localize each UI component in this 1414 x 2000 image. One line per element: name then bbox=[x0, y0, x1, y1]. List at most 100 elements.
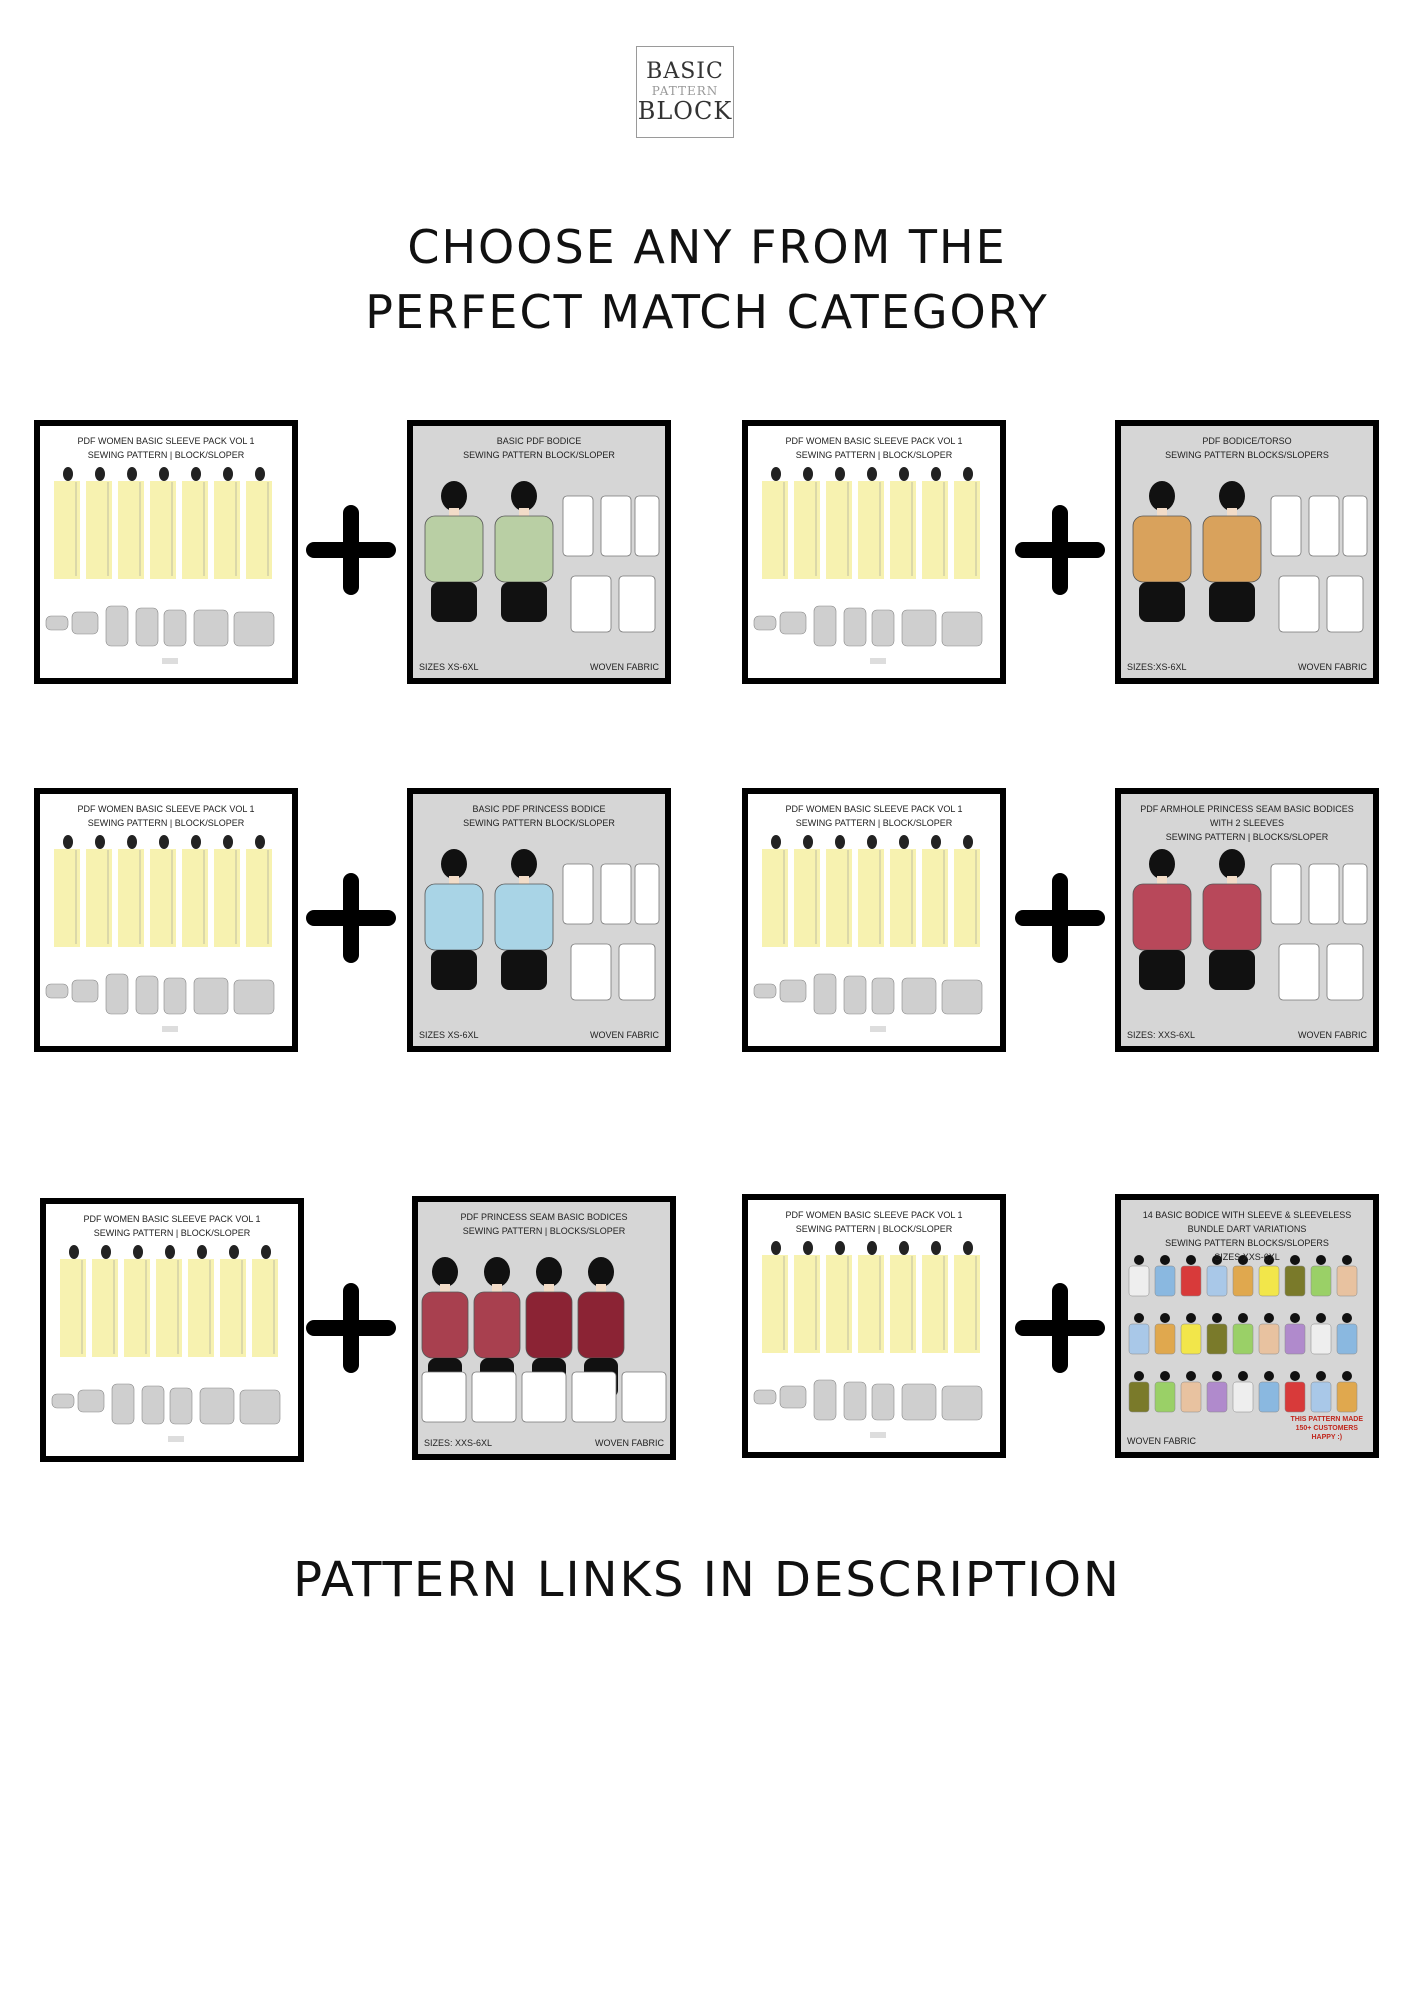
sleeve-pack-card[interactable]: PDF WOMEN BASIC SLEEVE PACK VOL 1 SEWING… bbox=[34, 420, 298, 684]
figure-hair bbox=[835, 1241, 845, 1255]
figure-bodice bbox=[577, 1291, 625, 1359]
figure-skirt bbox=[1209, 950, 1255, 990]
figure-dress bbox=[150, 849, 176, 947]
figure-hair bbox=[1186, 1255, 1196, 1265]
figure-dress bbox=[794, 849, 820, 947]
sleeve-card-title: PDF WOMEN BASIC SLEEVE PACK VOL 1 SEWING… bbox=[785, 804, 963, 828]
bodice-variation bbox=[1206, 1265, 1228, 1297]
pattern-piece bbox=[870, 1432, 886, 1438]
figure-hair bbox=[432, 1257, 458, 1287]
plus-icon bbox=[1015, 1283, 1105, 1373]
pattern-piece bbox=[193, 609, 229, 647]
sleeve-pack-card[interactable]: PDF WOMEN BASIC SLEEVE PACK VOL 1 SEWING… bbox=[40, 1198, 304, 1462]
pattern-piece bbox=[199, 1387, 235, 1425]
pattern-piece bbox=[71, 979, 99, 1003]
bodice-card-3[interactable]: BASIC PDF PRINCESS BODICE SEWING PATTERN… bbox=[407, 788, 671, 1052]
sleeve-pack-card[interactable]: PDF WOMEN BASIC SLEEVE PACK VOL 1 SEWING… bbox=[742, 1194, 1006, 1458]
figure-hair bbox=[1238, 1371, 1248, 1381]
figure-hair bbox=[255, 467, 265, 481]
bodice-card-title: PDF ARMHOLE PRINCESS SEAM BASIC BODICES … bbox=[1140, 804, 1354, 842]
figure-dress bbox=[762, 1255, 788, 1353]
figure-hair bbox=[803, 835, 813, 849]
figure-hair bbox=[159, 835, 169, 849]
bodice-card-5[interactable]: PDF PRINCESS SEAM BASIC BODICES SEWING P… bbox=[412, 1196, 676, 1460]
figure-hair bbox=[191, 467, 201, 481]
figure-hair bbox=[1316, 1371, 1326, 1381]
figure-neck bbox=[1227, 876, 1237, 884]
figure-hair bbox=[223, 835, 233, 849]
pattern-piece bbox=[562, 863, 594, 925]
plus-icon bbox=[1015, 505, 1105, 595]
pattern-piece bbox=[169, 1387, 193, 1425]
figure-hair bbox=[1264, 1313, 1274, 1323]
figure-hair bbox=[165, 1245, 175, 1259]
sleeve-pack-card[interactable]: PDF WOMEN BASIC SLEEVE PACK VOL 1 SEWING… bbox=[742, 420, 1006, 684]
figure-dress bbox=[890, 1255, 916, 1353]
bodice-variation bbox=[1258, 1265, 1280, 1297]
figure-dress bbox=[922, 849, 948, 947]
pattern-piece bbox=[193, 977, 229, 1015]
pattern-piece bbox=[471, 1371, 517, 1423]
figure-hair bbox=[1149, 849, 1175, 879]
figure-hair bbox=[1134, 1313, 1144, 1323]
pattern-piece bbox=[521, 1371, 567, 1423]
bodice-card-1[interactable]: BASIC PDF BODICE SEWING PATTERN BLOCK/SL… bbox=[407, 420, 671, 684]
bodice-card-title: BASIC PDF PRINCESS BODICE SEWING PATTERN… bbox=[463, 804, 615, 828]
bodice-illustration bbox=[424, 481, 660, 633]
logo-line-1: BASIC bbox=[646, 59, 724, 84]
figure-bodice bbox=[494, 515, 554, 583]
pattern-piece bbox=[871, 977, 895, 1015]
sleeve-pack-illustration bbox=[753, 835, 983, 1032]
headline-line-2: PERFECT MATCH CATEGORY bbox=[365, 285, 1049, 339]
figure-dress bbox=[858, 481, 884, 579]
figure-dress bbox=[86, 481, 112, 579]
bodice-variation bbox=[1258, 1381, 1280, 1413]
bodice-card-4[interactable]: PDF ARMHOLE PRINCESS SEAM BASIC BODICES … bbox=[1115, 788, 1379, 1052]
pattern-piece bbox=[634, 495, 660, 557]
pattern-piece bbox=[621, 1371, 667, 1423]
figure-hair bbox=[1149, 481, 1175, 511]
figure-hair bbox=[1212, 1371, 1222, 1381]
bodice-variation bbox=[1128, 1265, 1150, 1297]
pattern-piece bbox=[600, 495, 632, 557]
figure-dress bbox=[954, 1255, 980, 1353]
sleeve-pack-illustration bbox=[45, 835, 275, 1032]
figure-neck bbox=[519, 876, 529, 884]
bodice-variation bbox=[1284, 1265, 1306, 1297]
figure-dress bbox=[220, 1259, 246, 1357]
figure-hair bbox=[1316, 1255, 1326, 1265]
sleeve-pack-card[interactable]: PDF WOMEN BASIC SLEEVE PACK VOL 1 SEWING… bbox=[742, 788, 1006, 1052]
figure-hair bbox=[191, 835, 201, 849]
figure-skirt bbox=[431, 582, 477, 622]
sleeve-pack-illustration bbox=[753, 467, 983, 664]
figure-dress bbox=[182, 849, 208, 947]
figure-hair bbox=[127, 467, 137, 481]
figure-skirt bbox=[1139, 582, 1185, 622]
figure-dress bbox=[890, 849, 916, 947]
figure-bodice bbox=[421, 1291, 469, 1359]
sleeve-card-title: PDF WOMEN BASIC SLEEVE PACK VOL 1 SEWING… bbox=[785, 436, 963, 460]
figure-dress bbox=[246, 481, 272, 579]
bodice-card-2[interactable]: PDF BODICE/TORSO SEWING PATTERN BLOCKS/S… bbox=[1115, 420, 1379, 684]
bodice-variation bbox=[1206, 1381, 1228, 1413]
pattern-piece bbox=[1308, 863, 1340, 925]
pattern-piece bbox=[233, 979, 275, 1015]
fabric-label: WOVEN FABRIC bbox=[1297, 1030, 1367, 1040]
figure-hair bbox=[1238, 1255, 1248, 1265]
figure-hair bbox=[223, 467, 233, 481]
bodice-variation bbox=[1232, 1323, 1254, 1355]
figure-neck bbox=[1157, 508, 1167, 516]
sizes-label: SIZES:XS-6XL bbox=[1127, 662, 1187, 672]
bodice-card-6[interactable]: 14 BASIC BODICE WITH SLEEVE & SLEEVELESS… bbox=[1115, 1194, 1379, 1458]
figure-hair bbox=[931, 1241, 941, 1255]
figure-hair bbox=[511, 481, 537, 511]
figure-dress bbox=[826, 1255, 852, 1353]
sleeve-pack-card[interactable]: PDF WOMEN BASIC SLEEVE PACK VOL 1 SEWING… bbox=[34, 788, 298, 1052]
pattern-piece bbox=[168, 1436, 184, 1442]
sizes-label: SIZES: XXS-6XL bbox=[424, 1438, 493, 1448]
figure-hair bbox=[1264, 1255, 1274, 1265]
pattern-piece bbox=[141, 1385, 165, 1425]
figure-dress bbox=[922, 481, 948, 579]
pattern-piece bbox=[105, 973, 129, 1015]
bodice-variation bbox=[1232, 1381, 1254, 1413]
